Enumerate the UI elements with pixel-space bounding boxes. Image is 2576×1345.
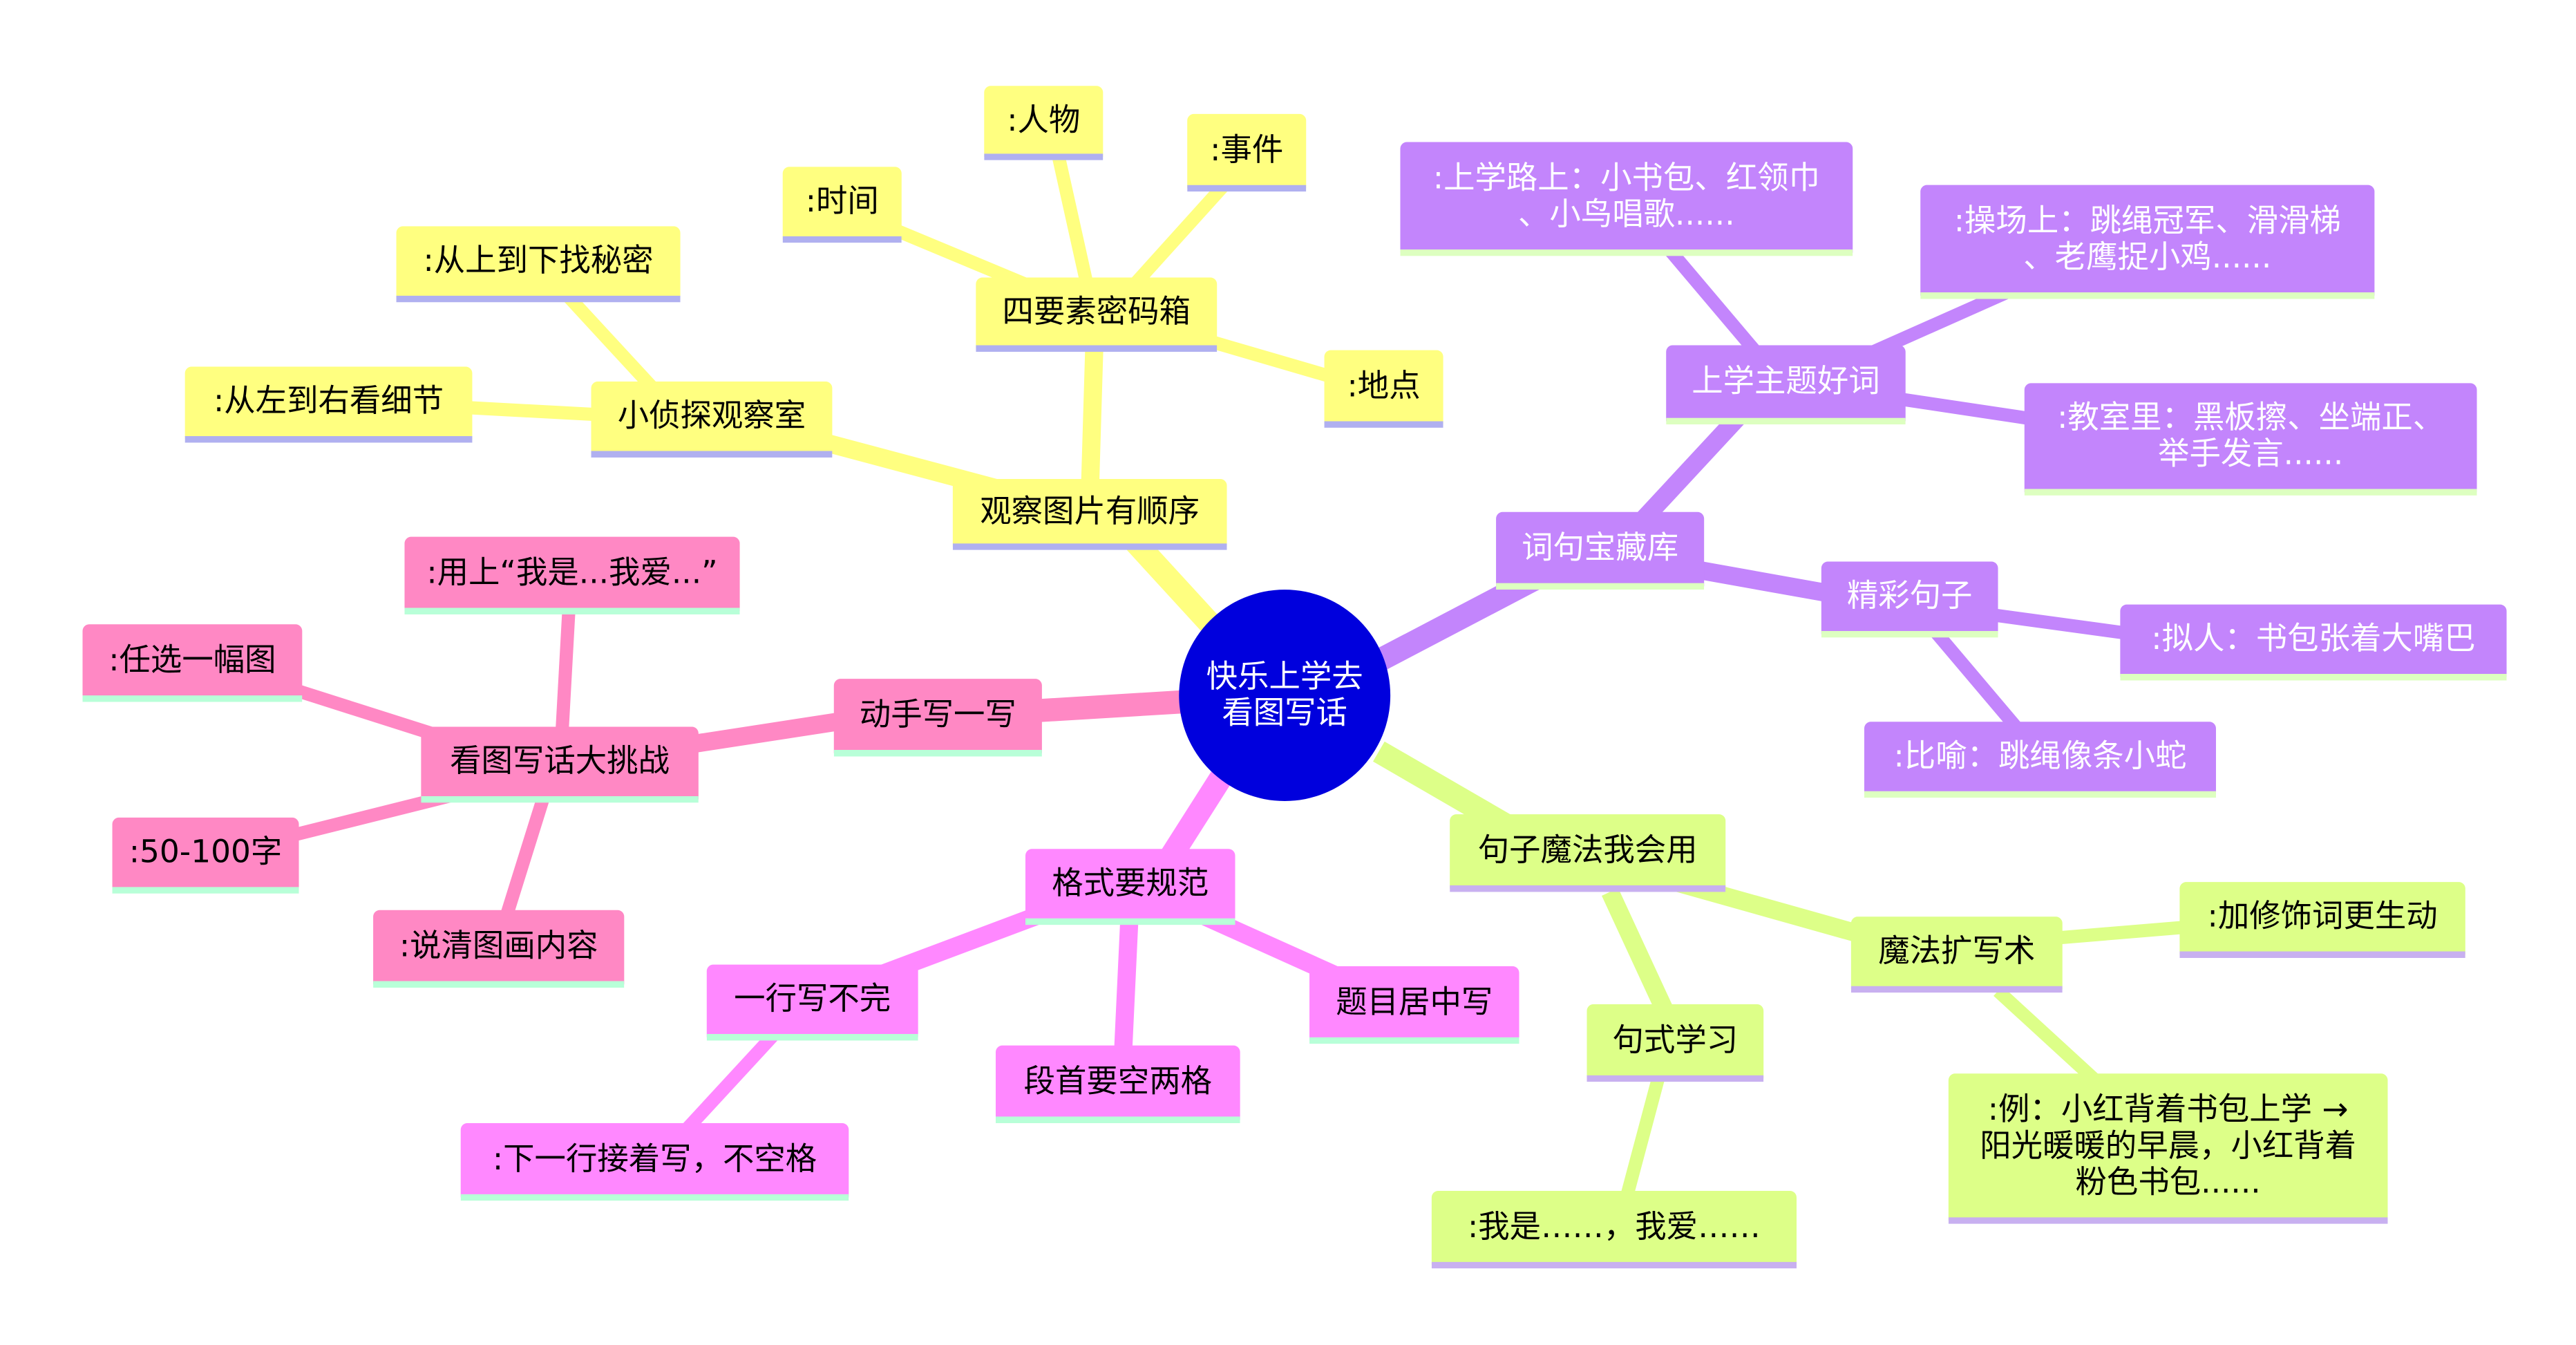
leaf-center-title[interactable]: 题目居中写 bbox=[1309, 966, 1519, 1044]
leaf-metaphor[interactable]: :比喻：跳绳像条小蛇 bbox=[1864, 722, 2216, 798]
leaf-top-down[interactable]: :从上到下找秘密 bbox=[396, 226, 681, 303]
node-detective[interactable]: 小侦探观察室 bbox=[591, 382, 833, 458]
leaf-word-count[interactable]: :50-100字 bbox=[112, 817, 299, 894]
leaf-personification[interactable]: :拟人：书包张着大嘴巴 bbox=[2120, 604, 2507, 681]
node-four-elements[interactable]: 四要素密码箱 bbox=[976, 277, 1218, 352]
leaf-playground[interactable]: :操场上：跳绳冠军、滑滑梯 、老鹰捉小鸡...... bbox=[1920, 185, 2375, 299]
leaf-event[interactable]: :事件 bbox=[1187, 113, 1307, 192]
leaf-person[interactable]: :人物 bbox=[984, 86, 1104, 160]
leaf-on-the-way[interactable]: :上学路上：小书包、红领巾 、小鸟唱歌...... bbox=[1400, 142, 1853, 256]
leaf-use-pattern[interactable]: :用上“我是...我爱...” bbox=[404, 536, 740, 614]
leaf-describe[interactable]: :说清图画内容 bbox=[373, 910, 625, 988]
leaf-i-am-i-love[interactable]: :我是……，我爱…… bbox=[1431, 1190, 1797, 1269]
leaf-classroom[interactable]: :教室里：黑板擦、坐端正、 举手发言...... bbox=[2024, 383, 2477, 496]
branch-write[interactable]: 动手写一写 bbox=[833, 679, 1042, 757]
node-great-sentences[interactable]: 精彩句子 bbox=[1821, 561, 1998, 638]
central-topic[interactable]: 快乐上学去 看图写话 bbox=[1179, 590, 1391, 802]
leaf-left-right[interactable]: :从左到右看细节 bbox=[184, 366, 473, 443]
node-line-overflow[interactable]: 一行写不完 bbox=[706, 964, 918, 1041]
leaf-pick-picture[interactable]: :任选一幅图 bbox=[82, 624, 303, 702]
node-theme-words[interactable]: 上学主题好词 bbox=[1666, 345, 1906, 425]
leaf-place[interactable]: :地点 bbox=[1324, 350, 1443, 428]
node-expand[interactable]: 魔法扩写术 bbox=[1850, 916, 2063, 993]
branch-observe[interactable]: 观察图片有顺序 bbox=[952, 479, 1227, 550]
leaf-time[interactable]: :时间 bbox=[782, 167, 902, 243]
branch-format[interactable]: 格式要规范 bbox=[1025, 849, 1235, 925]
node-pattern[interactable]: 句式学习 bbox=[1587, 1004, 1764, 1082]
node-challenge[interactable]: 看图写话大挑战 bbox=[421, 726, 699, 803]
branch-words[interactable]: 词句宝藏库 bbox=[1496, 511, 1705, 590]
branch-sentence-magic[interactable]: 句子魔法我会用 bbox=[1450, 814, 1726, 892]
leaf-example[interactable]: :例：小红背着书包上学 → 阳光暖暖的早晨，小红背着 粉色书包...... bbox=[1948, 1073, 2388, 1224]
leaf-modifiers[interactable]: :加修饰词更生动 bbox=[2179, 882, 2465, 959]
leaf-next-line[interactable]: :下一行接着写，不空格 bbox=[460, 1122, 849, 1201]
leaf-indent[interactable]: 段首要空两格 bbox=[995, 1045, 1240, 1123]
